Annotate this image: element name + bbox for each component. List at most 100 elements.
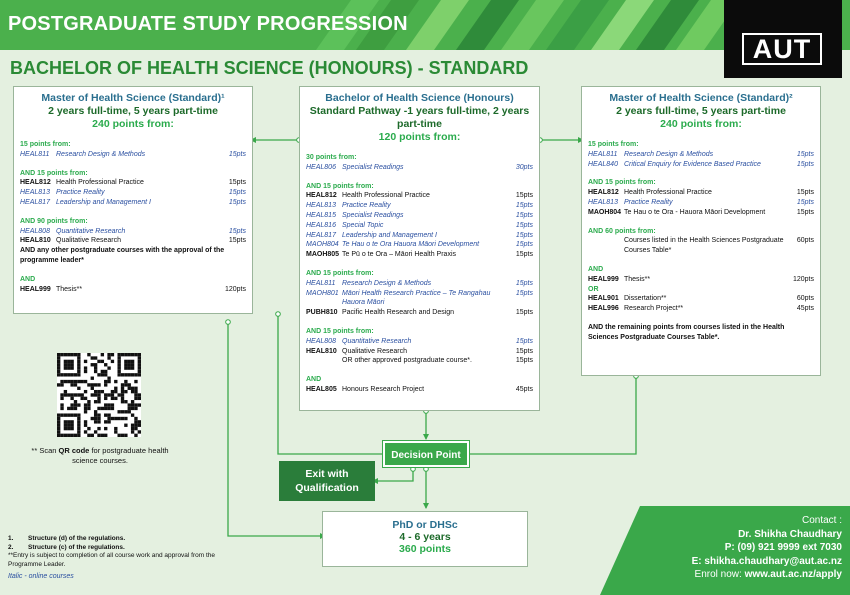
phd-years: 4 - 6 years: [399, 531, 451, 543]
course-points: 15pts: [796, 150, 814, 158]
course-points: 15pts: [515, 211, 533, 219]
course-code: HEAL817: [306, 231, 336, 239]
course-code: HEAL806: [306, 163, 336, 171]
page-title: BACHELOR OF HEALTH SCIENCE (HONOURS) - S…: [10, 58, 529, 78]
course-code: HEAL805: [306, 385, 337, 393]
group-heading: AND 60 points from:: [588, 227, 656, 235]
course-code: HEAL813: [20, 189, 50, 197]
course-points: 15pts: [228, 189, 246, 197]
course-points: 60pts: [796, 237, 814, 245]
footnote-number: 2.: [8, 543, 14, 551]
course-title: Practice Reality: [624, 198, 673, 206]
course-row: HEAL817 Leadership and Management I 15pts: [306, 231, 533, 241]
decision-point-node: Decision Point: [382, 440, 470, 468]
course-code: HEAL810: [20, 237, 51, 245]
logo-text: AUT: [742, 33, 822, 65]
honours-box-center: Bachelor of Health Science (Honours) Sta…: [299, 86, 540, 411]
course-points: 15pts: [515, 309, 533, 317]
course-title: Qualitative Research: [342, 347, 407, 355]
course-title: Māori Health Research Practice – Te Rang…: [342, 289, 491, 307]
course-code: MAOH804: [306, 241, 339, 249]
or-label: OR: [588, 285, 599, 293]
course-title: Dissertation**: [624, 295, 667, 303]
qr-code[interactable]: [57, 353, 141, 437]
footnotes: 1.Structure (d) of the regulations. 2.St…: [8, 535, 218, 582]
course-title: Pacific Health Research and Design: [342, 309, 455, 317]
course-points: 15pts: [515, 221, 533, 229]
phd-box: PhD or DHSc 4 - 6 years 360 points: [322, 511, 528, 567]
italic-legend: Italic - online courses: [8, 573, 74, 580]
course-title: Special Topic: [342, 221, 384, 229]
qr-caption-lead: ** Scan: [31, 446, 59, 455]
course-code: HEAL811: [20, 150, 50, 158]
group-heading: AND 15 points from:: [306, 327, 374, 335]
course-group: AND 60 points from:Courses listed in the…: [588, 227, 814, 256]
course-title: Practice Reality: [342, 202, 391, 210]
course-points: 15pts: [228, 227, 246, 235]
aut-logo: AUT: [724, 0, 842, 78]
course-points: 15pts: [228, 237, 246, 245]
course-code: HEAL817: [20, 198, 50, 206]
enrol-link[interactable]: www.aut.ac.nz/apply: [744, 569, 842, 580]
course-title: Leadership and Management I: [342, 231, 437, 239]
group-heading: AND 15 points from:: [306, 182, 374, 190]
group-heading: 15 points from:: [20, 141, 71, 148]
course-points: 60pts: [796, 295, 814, 303]
course-code: HEAL813: [588, 198, 618, 206]
course-points: 15pts: [515, 231, 533, 239]
course-points: 15pts: [228, 179, 246, 187]
course-code: HEAL811: [306, 279, 336, 287]
masters-standard-box-right: Master of Health Science (Standard)² 2 y…: [581, 86, 821, 376]
course-points: 45pts: [796, 305, 814, 313]
phd-points: 360 points: [399, 543, 451, 555]
course-code: HEAL811: [588, 150, 618, 158]
course-points: 15pts: [515, 251, 533, 259]
enrol-label: Enrol now:: [694, 569, 745, 580]
box-points: 240 points from:: [660, 118, 742, 130]
course-title: OR other approved postgraduate course*.: [342, 357, 472, 365]
course-points: 120pts: [224, 285, 246, 293]
group-heading: AND 15 points from:: [20, 169, 88, 177]
remaining-points-note: AND the remaining points from courses li…: [588, 323, 785, 341]
course-title: Specialist Readings: [342, 211, 404, 219]
course-points: 15pts: [515, 279, 533, 287]
course-title: Health Professional Practice: [56, 179, 144, 187]
course-title: Practice Reality: [56, 189, 105, 197]
box-title: Master of Health Science (Standard)²: [609, 92, 793, 104]
course-points: 15pts: [515, 192, 533, 200]
course-points: 15pts: [228, 150, 246, 158]
course-code: HEAL812: [588, 189, 619, 197]
course-row: HEAL813 Practice Reality 15pts: [20, 188, 246, 198]
box-duration: 2 years full-time, 5 years part-time: [616, 105, 786, 117]
course-title: Research Design & Methods: [624, 150, 714, 158]
qr-caption-bold: QR code: [58, 446, 90, 455]
box-pathway: Standard Pathway -1 years full-time, 2 y…: [309, 105, 530, 130]
contact-email[interactable]: E: shikha.chaudhary@aut.ac.nz: [691, 555, 842, 567]
footnote-2: Structure (c) of the regulations.: [28, 543, 125, 551]
course-points: 15pts: [796, 208, 814, 216]
course-code: HEAL812: [306, 192, 337, 200]
course-points: 15pts: [515, 337, 533, 345]
